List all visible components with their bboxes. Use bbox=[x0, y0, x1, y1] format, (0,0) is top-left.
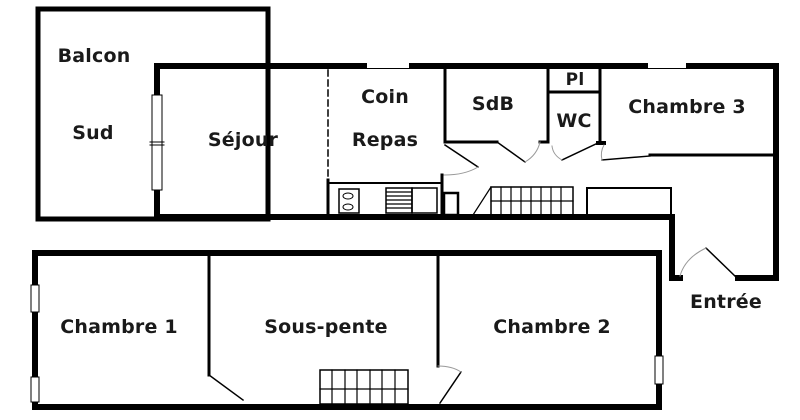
room-label-coin: Coin bbox=[361, 86, 409, 108]
room-label-repas: Repas bbox=[351, 129, 419, 151]
room-label-balcon: Balcon bbox=[57, 45, 131, 67]
lower-walls bbox=[30, 250, 664, 410]
room-label-sud: Sud bbox=[72, 122, 114, 144]
room-label-sous-pente: Sous-pente bbox=[264, 316, 388, 338]
room-label-chambre1: Chambre 1 bbox=[60, 316, 178, 338]
room-label-wc: WC bbox=[556, 110, 592, 132]
room-label-chambre2: Chambre 2 bbox=[493, 316, 611, 338]
balcon-walls bbox=[35, 6, 271, 222]
room-label-sejour: Séjour bbox=[207, 129, 279, 151]
room-label-entree: Entrée bbox=[690, 291, 762, 313]
room-label-chambre3: Chambre 3 bbox=[628, 96, 746, 118]
upper-walls bbox=[149, 63, 779, 281]
room-label-placard: Pl bbox=[565, 70, 585, 90]
room-label-sdb: SdB bbox=[471, 93, 515, 115]
